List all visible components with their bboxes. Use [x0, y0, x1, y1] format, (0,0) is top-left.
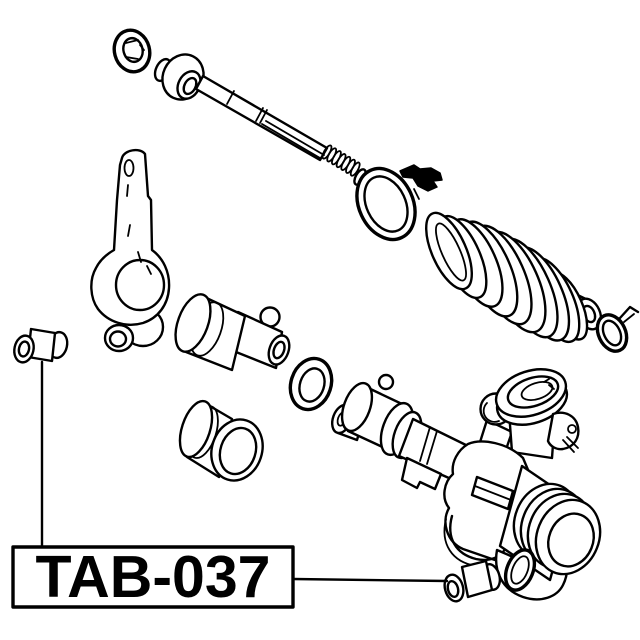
label-box — [11, 545, 295, 609]
steering-rack-housing-icon — [330, 368, 602, 601]
steering-lever-arm-icon — [90, 148, 171, 353]
steering-rack-boot-icon — [425, 211, 603, 344]
lock-washer-icon — [112, 28, 152, 74]
mount-bushing-right-icon — [443, 559, 502, 603]
boot-clamp-large-icon — [355, 164, 443, 242]
inner-tie-rod-icon — [153, 53, 367, 186]
leader-line-right — [291, 577, 449, 583]
part-number-label: TAB-037 — [11, 544, 295, 610]
cylinder-mount-bushing-icon — [174, 293, 291, 372]
washer-ring-icon — [288, 356, 334, 412]
mount-bushing-left-icon — [13, 327, 69, 364]
flanged-mount-bushing-icon — [178, 399, 264, 482]
boot-clamp-small-icon — [595, 305, 640, 353]
part-number-text: TAB-037 — [36, 544, 271, 610]
thread-hatching — [321, 144, 361, 177]
